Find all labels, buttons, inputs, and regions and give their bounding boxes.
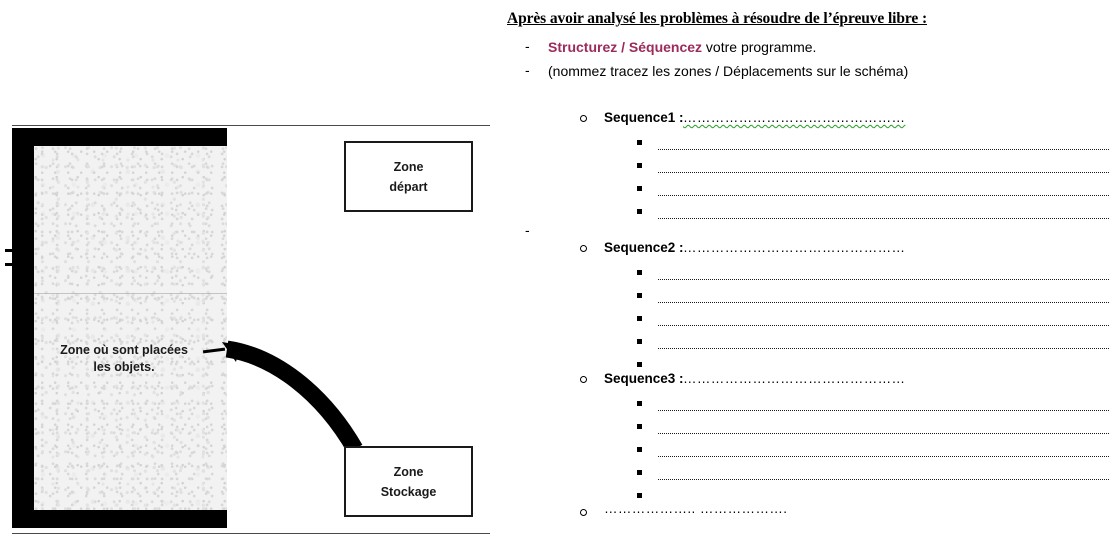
stray-dash-mark: -	[525, 222, 530, 238]
zone-depart-box: Zone départ	[344, 141, 473, 212]
sub-bullet-1-4	[637, 209, 642, 214]
sub-bullet-1-1	[637, 140, 642, 145]
object-placement-area-texture	[34, 146, 227, 510]
sub-bullet-2-4	[637, 339, 642, 344]
texture-seam-line	[34, 293, 227, 294]
writing-line-3-4[interactable]	[658, 479, 1110, 480]
diagram-bottom-rule	[12, 533, 490, 534]
worksheet-text-panel: Après avoir analysé les problèmes à réso…	[503, 0, 1110, 560]
instruction-item-1: Structurez / Séquencez votre programme.	[548, 38, 816, 57]
sub-bullet-3-4	[637, 470, 642, 475]
diagram-top-rule	[12, 125, 490, 126]
frame-wall-bottom	[12, 510, 227, 528]
zone-stockage-box: Zone Stockage	[344, 446, 473, 517]
sequence-label-1: Sequence1 :	[604, 110, 684, 125]
sub-bullet-1-2	[637, 163, 642, 168]
instruction-item-2: (nommez tracez les zones / Déplacements …	[548, 63, 909, 79]
sub-bullet-3-5	[637, 493, 642, 498]
writing-line-1-2[interactable]	[658, 172, 1110, 173]
wall-tick-mark-lower	[5, 263, 14, 266]
sub-bullet-2-3	[637, 316, 642, 321]
sub-bullet-2-5	[637, 362, 642, 367]
instruction-dash-1: -	[525, 38, 530, 54]
instruction-dash-2: -	[525, 62, 530, 78]
sub-bullet-3-1	[637, 401, 642, 406]
writing-line-1-3[interactable]	[658, 195, 1110, 196]
instruction-1-highlight: Structurez / Séquencez	[548, 39, 703, 55]
sequence-bullet-circle-2	[580, 245, 587, 252]
wall-tick-mark-upper	[5, 249, 14, 252]
writing-line-2-2[interactable]	[658, 302, 1110, 303]
sub-bullet-2-1	[637, 270, 642, 275]
sequence-bullet-circle-3	[580, 376, 587, 383]
frame-wall-top	[12, 128, 227, 146]
sequence-blank-2: …………………………………………	[683, 240, 906, 255]
sub-bullet-1-3	[637, 186, 642, 191]
workspace-diagram: Zone où sont placées les objets. Zone dé…	[0, 0, 500, 560]
sub-bullet-3-3	[637, 447, 642, 452]
writing-line-2-4[interactable]	[658, 348, 1110, 349]
final-blank-line: ……………….. ……………….	[604, 501, 788, 516]
sequence-label-3: Sequence3 :	[604, 371, 684, 386]
sequence-blank-1: …………………………………………	[683, 110, 906, 125]
sequence-bullet-circle-1	[580, 115, 587, 122]
writing-line-3-2[interactable]	[658, 433, 1110, 434]
final-bullet-circle	[580, 509, 587, 516]
flow-arrow-icon	[222, 340, 363, 454]
writing-line-1-1[interactable]	[658, 149, 1110, 150]
worksheet-title: Après avoir analysé les problèmes à réso…	[507, 10, 928, 27]
writing-line-2-1[interactable]	[658, 279, 1110, 280]
sub-bullet-2-2	[637, 293, 642, 298]
writing-line-3-3[interactable]	[658, 456, 1110, 457]
frame-wall-left	[12, 128, 34, 528]
objects-zone-label: Zone où sont placées les objets.	[60, 343, 188, 374]
sub-bullet-3-2	[637, 424, 642, 429]
writing-line-1-4[interactable]	[658, 218, 1110, 219]
instruction-1-rest: votre programme.	[702, 39, 817, 55]
sequence-label-2: Sequence2 :	[604, 240, 684, 255]
writing-line-2-3[interactable]	[658, 325, 1110, 326]
sequence-blank-3: …………………………………………	[683, 371, 906, 386]
writing-line-3-1[interactable]	[658, 410, 1110, 411]
